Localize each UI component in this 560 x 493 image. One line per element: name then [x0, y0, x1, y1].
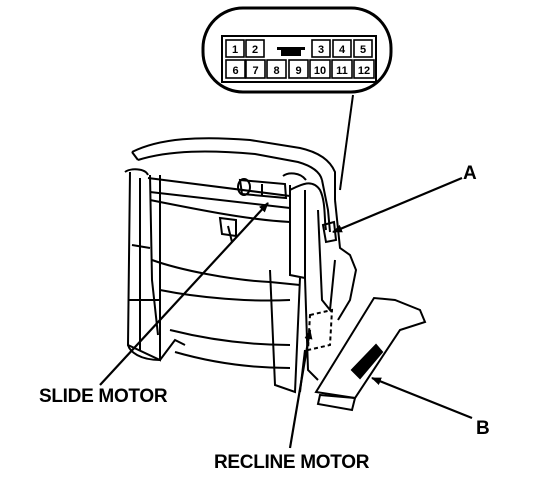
connector-pin — [353, 59, 375, 79]
connector-pin — [288, 59, 309, 79]
side-cover-b — [314, 296, 427, 412]
connector-pin — [266, 59, 287, 79]
leader-arrows — [99, 176, 473, 449]
connector-pin-label: 3 — [318, 44, 324, 56]
connector-pin — [245, 59, 266, 79]
arrow-b — [371, 376, 473, 420]
connector-pin-label: 9 — [295, 65, 301, 77]
connector-pin-label: 8 — [273, 65, 279, 77]
connector-pin — [332, 39, 352, 58]
connector-pin — [245, 39, 265, 58]
label-recline-motor: RECLINE MOTOR — [214, 452, 370, 473]
connector-pin — [225, 59, 246, 79]
label-b: B — [476, 418, 490, 439]
label-slide-motor: SLIDE MOTOR — [39, 386, 168, 407]
connector-pin — [353, 39, 373, 58]
connector-pin — [331, 59, 353, 79]
connector-pin — [309, 59, 331, 79]
seat-frame — [124, 137, 358, 394]
connector-pin-label: 1 — [232, 44, 238, 56]
label-a: A — [463, 163, 477, 184]
connector-pin-label: 10 — [314, 65, 326, 77]
connector-pin-label: 5 — [360, 44, 366, 56]
arrow-a — [332, 176, 463, 234]
connector-pin — [225, 39, 245, 58]
connector-pin-label: 11 — [336, 65, 348, 77]
arrow-recline-motor — [288, 329, 313, 449]
connector-pin-label: 12 — [358, 65, 370, 77]
connector-pin-label: 4 — [339, 44, 346, 56]
connector-pin-label: 6 — [232, 65, 238, 77]
arrow-slide-motor — [99, 202, 269, 386]
connector-pin — [311, 39, 331, 58]
connector-pin-label: 2 — [252, 44, 258, 56]
connector-pin-label: 7 — [252, 65, 258, 77]
